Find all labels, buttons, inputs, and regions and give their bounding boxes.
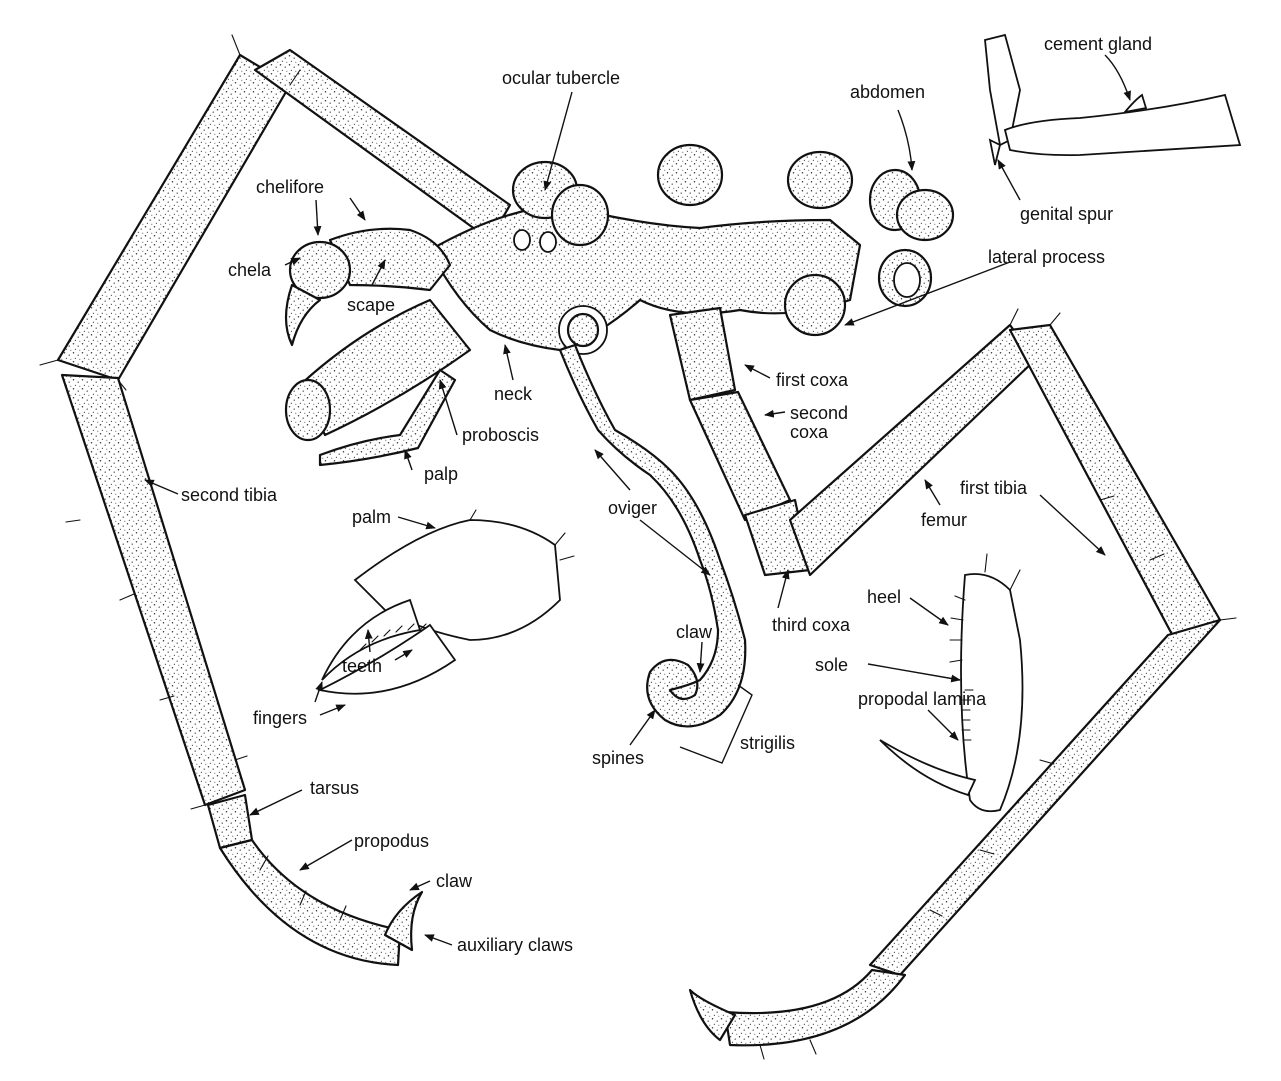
ptr-neck: [505, 345, 513, 380]
label-first-tibia: first tibia: [960, 478, 1027, 498]
label-neck: neck: [494, 384, 532, 404]
lateral-process-end: [894, 263, 920, 297]
second-coxa-segment: [690, 392, 790, 520]
oviger-socket-inner: [568, 314, 598, 346]
ptr-propodus: [300, 840, 352, 870]
label-fingers: fingers: [253, 708, 307, 728]
label-strigilis: strigilis: [740, 733, 795, 753]
ptr-palm: [398, 517, 435, 528]
genital-spur-detail-illustration: [985, 35, 1240, 165]
label-claw-oviger: claw: [676, 622, 712, 642]
lateral-process-3: [788, 152, 852, 208]
ptr-chelifore-a: [316, 200, 318, 235]
ptr-first-tibia: [1040, 495, 1105, 555]
label-propodus: propodus: [354, 831, 429, 851]
label-cement-gland: cement gland: [1044, 34, 1152, 54]
label-palp: palp: [424, 464, 458, 484]
tarsus-segment: [208, 795, 252, 848]
ptr-cement-gland: [1105, 55, 1130, 100]
label-genital-spur: genital spur: [1020, 204, 1113, 224]
ptr-chelifore-b: [350, 198, 365, 220]
ptr-tarsus: [250, 790, 302, 815]
propodus-detail-claw: [880, 740, 975, 795]
ptr-auxiliary-claws: [425, 935, 452, 945]
label-chelifore: chelifore: [256, 177, 324, 197]
right-walking-leg: [670, 308, 1236, 1059]
label-tarsus: tarsus: [310, 778, 359, 798]
proboscis-tip: [286, 380, 330, 440]
second-tibia-segment: [62, 375, 245, 805]
label-proboscis: proboscis: [462, 425, 539, 445]
label-third-coxa: third coxa: [772, 615, 850, 635]
ptr-third-coxa: [778, 570, 788, 608]
first-coxa-segment: [670, 308, 735, 400]
label-teeth: teeth: [342, 656, 382, 676]
label-claw-leg: claw: [436, 871, 472, 891]
cement-gland-spur: [1125, 95, 1146, 112]
head-appendages: [286, 229, 470, 465]
eye-right: [540, 232, 556, 252]
label-palm: palm: [352, 507, 391, 527]
label-propodal-lamina: propodal lamina: [858, 689, 986, 709]
lateral-process-1: [552, 185, 608, 245]
ptr-genital-spur: [998, 160, 1020, 200]
label-abdomen: abdomen: [850, 82, 925, 102]
femur-segment: [790, 325, 1035, 575]
ptr-claw-leg: [410, 881, 430, 890]
propodus-segment: [220, 840, 400, 965]
label-auxiliary-claws: auxiliary claws: [457, 935, 573, 955]
left-leg-upper-segment: [255, 50, 510, 240]
lateral-process-5: [785, 275, 845, 335]
ptr-propodal-lamina: [928, 710, 958, 740]
right-propodus: [725, 970, 905, 1045]
label-scape: scape: [347, 295, 395, 315]
rear-process: [897, 190, 953, 240]
ptr-femur: [925, 480, 940, 505]
ptr-heel: [910, 598, 948, 625]
label-sole: sole: [815, 655, 848, 675]
ptr-first-coxa: [745, 365, 770, 378]
label-first-coxa: first coxa: [776, 370, 848, 390]
label-lateral-process: lateral process: [988, 247, 1105, 267]
ptr-fingers-a: [315, 682, 322, 702]
label-heel: heel: [867, 587, 901, 607]
ptr-sole: [868, 664, 960, 680]
label-spines: spines: [592, 748, 644, 768]
ptr-abdomen: [898, 110, 912, 170]
label-ocular-tubercle: ocular tubercle: [502, 68, 620, 88]
ptr-fingers-b: [320, 705, 345, 715]
label-oviger: oviger: [608, 498, 657, 518]
lateral-process-2: [658, 145, 722, 205]
ptr-palp: [405, 450, 412, 470]
label-femur: femur: [921, 510, 967, 530]
first-tibia-segment: [1010, 325, 1220, 640]
ptr-claw-oviger: [700, 642, 702, 672]
propodus-detail-illustration: [880, 554, 1023, 811]
left-leg-femur: [58, 55, 290, 380]
femur-detail-outline: [1005, 95, 1240, 155]
label-second-tibia: second tibia: [181, 485, 277, 505]
label-second-coxa: second coxa: [790, 404, 848, 442]
ptr-spines: [630, 710, 655, 745]
ptr-second-coxa: [765, 412, 785, 415]
label-chela: chela: [228, 260, 271, 280]
eye-left: [514, 230, 530, 250]
